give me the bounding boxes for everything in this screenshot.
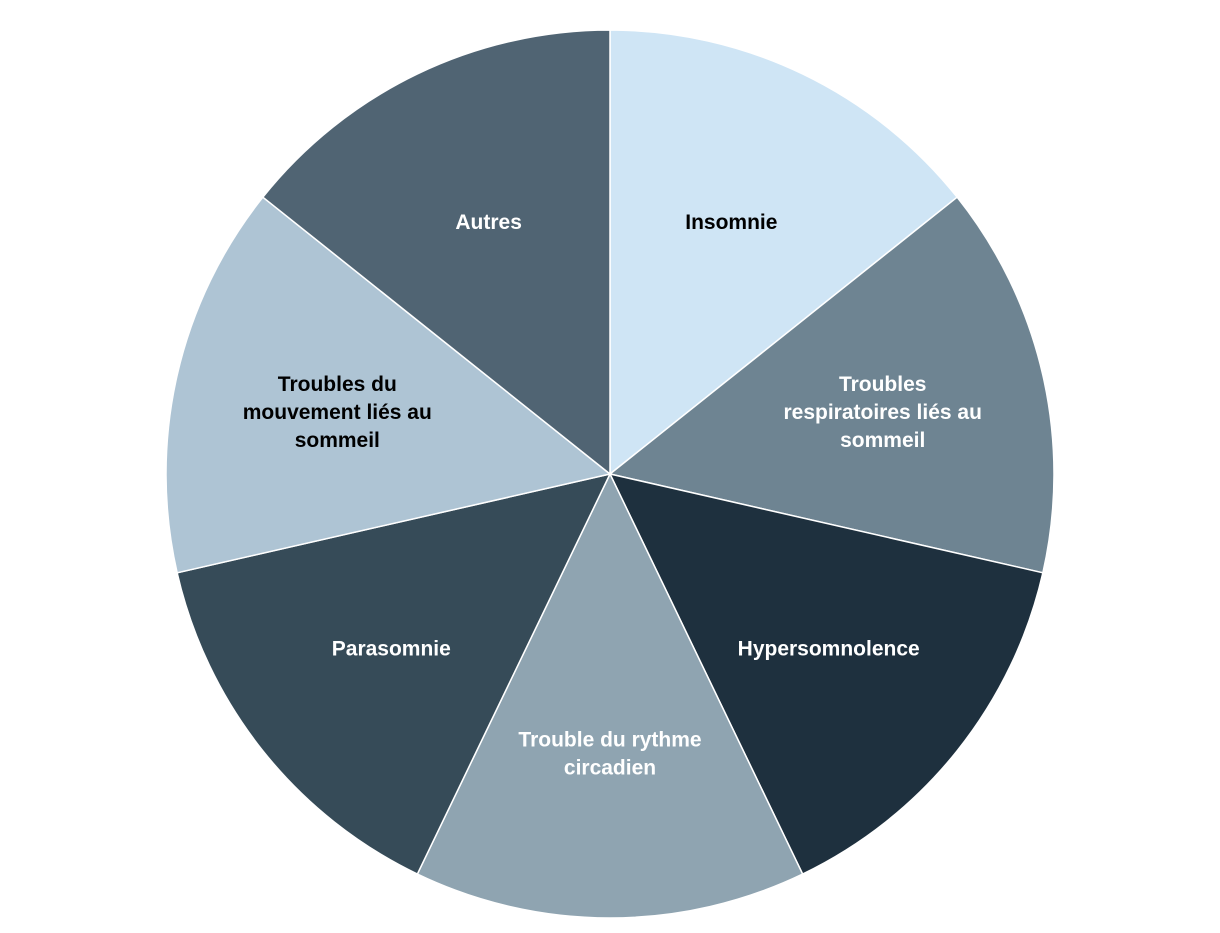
pie-slice-label-1: Troubles respiratoires liés au sommeil [783, 373, 981, 452]
pie-slice-label-line: Parasomnie [332, 637, 451, 660]
pie-slice-label-3: Trouble du rythme circadien [518, 729, 701, 780]
pie-slice-4 [176, 473, 611, 875]
pie-slice-label-line: Insomnie [685, 211, 777, 234]
pie-slice-0 [609, 29, 958, 475]
pie-slice-label-line: sommeil [840, 429, 925, 452]
pie-slice-label-line: mouvement liés au [243, 401, 432, 424]
pie-slice-label-line: Troubles [839, 373, 927, 396]
pie-slice-2 [609, 473, 1044, 875]
pie-slice-label-line: Hypersomnolence [738, 637, 920, 660]
pie-slice-5 [165, 196, 611, 574]
pie-slice-6 [262, 29, 611, 475]
pie-slice-3 [416, 473, 804, 919]
pie-slice-label-line: Troubles du [278, 373, 397, 396]
pie-slice-label-line: sommeil [295, 429, 380, 452]
pie-slice-1 [609, 196, 1055, 574]
pie-slice-label-line: Trouble du rythme [518, 729, 701, 752]
pie-slice-label-line: Autres [455, 211, 522, 234]
pie-slice-label-line: respiratoires liés au [783, 401, 981, 424]
pie-slice-label-0: Insomnie [685, 211, 777, 234]
pie-slice-label-5: Troubles du mouvement liés au sommeil [243, 373, 432, 452]
pie-slice-label-6: Autres [455, 211, 522, 234]
pie-slice-label-line: circadien [564, 757, 656, 780]
pie-slice-label-2: Hypersomnolence [738, 637, 920, 660]
pie-slice-label-4: Parasomnie [332, 637, 451, 660]
